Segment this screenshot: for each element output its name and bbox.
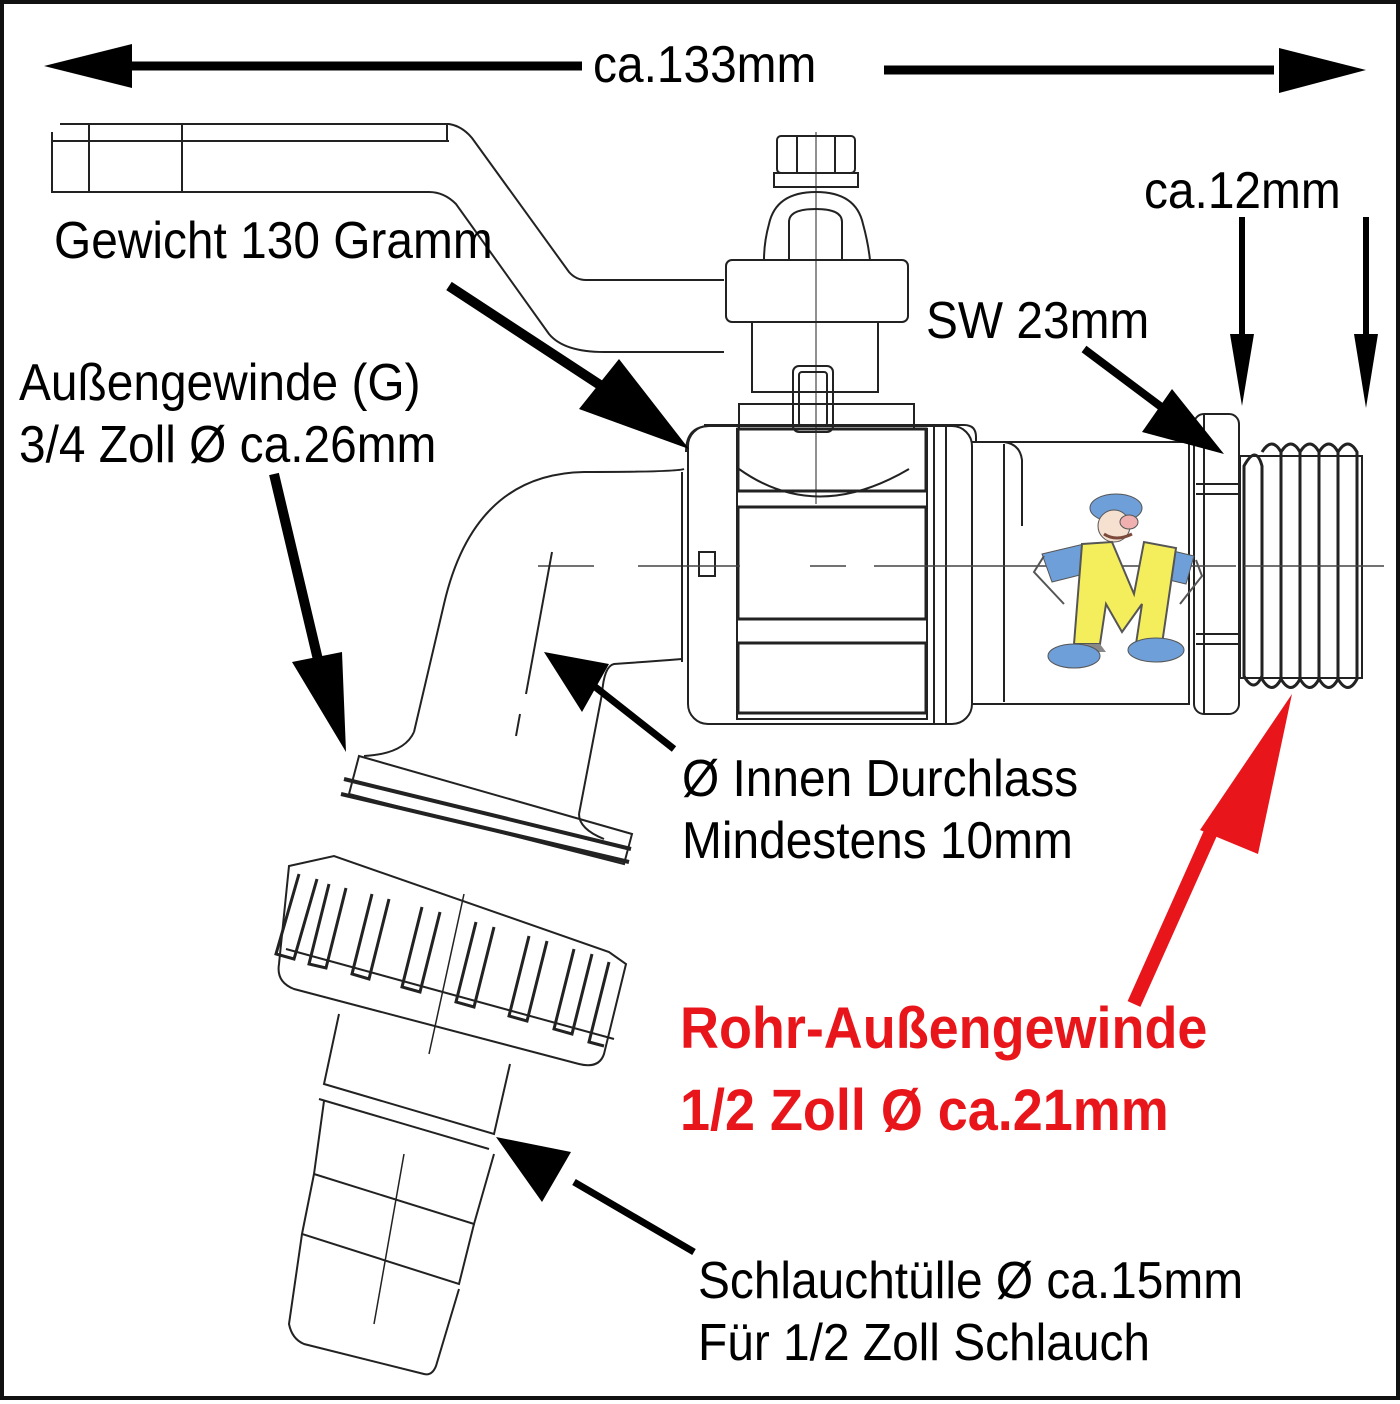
stem-nut	[725, 132, 915, 504]
lever-handle	[51, 123, 724, 353]
thread-length-arrows	[1230, 217, 1378, 408]
callout-arrows	[269, 281, 1224, 1256]
valve-drawing	[44, 44, 1384, 1376]
outer-thread-label-line1: Außengewinde (G)	[19, 354, 421, 412]
inner-passage-label-line2: Mindestens 10mm	[682, 812, 1073, 870]
wrench-size-label: SW 23mm	[926, 292, 1150, 350]
hose-tail-label-line2: Für 1/2 Zoll Schlauch	[698, 1314, 1151, 1372]
outer-thread-3-4	[340, 731, 634, 866]
overall-length-label: ca.133mm	[582, 36, 828, 95]
mascot-m-logo-icon	[1032, 493, 1204, 669]
overall-length-arrow	[44, 44, 1366, 93]
thread-length-label: ca.12mm	[1144, 162, 1341, 220]
hose-tail-label-line1: Schlauchtülle Ø ca.15mm	[698, 1252, 1244, 1310]
weight-label: Gewicht 130 Gramm	[54, 212, 493, 270]
pipe-thread	[1193, 413, 1363, 715]
valve-body	[685, 424, 1190, 725]
red-callout-arrow	[1127, 694, 1292, 1007]
hose-tail	[287, 1013, 511, 1376]
outer-thread-label-line2: 3/4 Zoll Ø ca.26mm	[19, 416, 437, 474]
union-nut	[274, 854, 628, 1067]
pipe-thread-label-line2: 1/2 Zoll Ø ca.21mm	[680, 1078, 1169, 1143]
elbow-spout	[413, 468, 685, 815]
pipe-thread-label-line1: Rohr-Außengewinde	[680, 996, 1208, 1061]
inner-passage-label-line1: Ø Innen Durchlass	[682, 750, 1079, 808]
